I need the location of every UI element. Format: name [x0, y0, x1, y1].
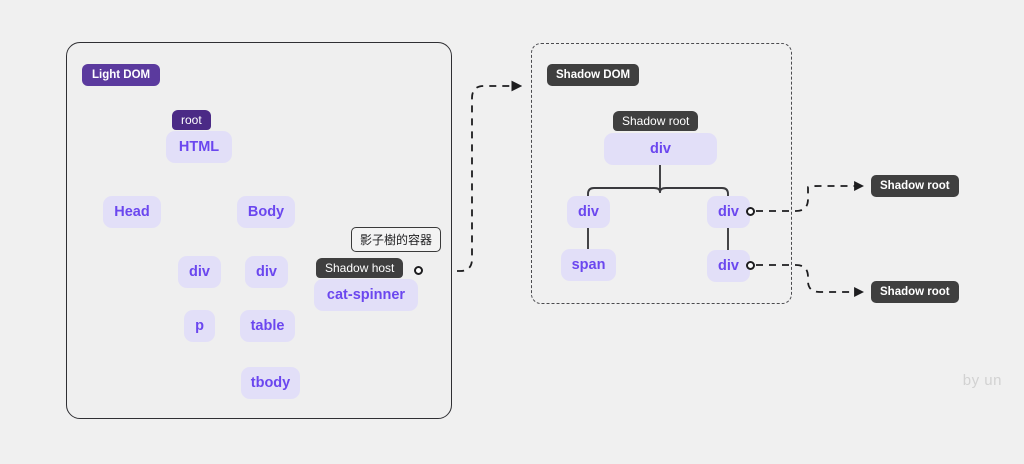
node-sd-span-label: span: [571, 257, 606, 273]
shadow-dom-container: [531, 43, 792, 304]
node-shadow-root-cap: Shadow root: [613, 111, 699, 131]
node-shadow-root-div[interactable]: div: [604, 133, 717, 165]
node-shadow-root-cap-label: Shadow root: [622, 114, 690, 128]
node-body[interactable]: Body: [237, 196, 295, 228]
node-sd-div-left[interactable]: div: [567, 196, 610, 228]
sd-div-right2-anchor: [746, 261, 755, 270]
node-p-label: p: [195, 318, 204, 334]
nested-shadow-root-1-label: Shadow root: [880, 180, 950, 192]
shadow-host-tooltip-label: 影子樹的容器: [360, 233, 433, 247]
node-sd-span[interactable]: span: [561, 249, 616, 281]
sd-div-right-anchor: [746, 207, 755, 216]
shadow-dom-badge-label: Shadow DOM: [556, 69, 631, 81]
node-tbody-label: tbody: [250, 375, 291, 391]
node-sd-div-right2[interactable]: div: [707, 250, 750, 282]
nested-shadow-root-2: Shadow root: [871, 281, 959, 303]
shadow-dom-badge: Shadow DOM: [547, 64, 640, 86]
node-shadow-host-cap-label: Shadow host: [325, 261, 395, 275]
node-body-label: Body: [247, 204, 285, 220]
node-div-mid-label: div: [256, 264, 277, 280]
node-sd-div-left-label: div: [578, 204, 599, 220]
node-div-left-label: div: [189, 264, 210, 280]
node-shadow-host[interactable]: cat-spinner: [314, 279, 418, 311]
node-html-label: HTML: [178, 139, 220, 155]
light-dom-badge: Light DOM: [82, 64, 161, 86]
nested-shadow-root-2-label: Shadow root: [880, 286, 950, 298]
shadow-host-tooltip: 影子樹的容器: [351, 227, 442, 252]
node-div-mid[interactable]: div: [245, 256, 288, 288]
shadow-host-anchor: [414, 266, 423, 275]
node-table-label: table: [250, 318, 285, 334]
node-div-left[interactable]: div: [178, 256, 221, 288]
node-shadow-host-label: cat-spinner: [326, 287, 406, 303]
node-head[interactable]: Head: [103, 196, 161, 228]
node-shadow-root-div-label: div: [650, 141, 671, 157]
watermark: by un: [962, 372, 1002, 389]
node-sd-div-right[interactable]: div: [707, 196, 750, 228]
node-html[interactable]: HTML: [166, 131, 232, 163]
node-html-cap-label: root: [181, 113, 202, 127]
node-sd-div-right2-label: div: [718, 258, 739, 274]
node-html-cap: root: [172, 110, 211, 130]
node-shadow-host-cap: Shadow host: [316, 258, 404, 278]
node-tbody[interactable]: tbody: [241, 367, 300, 399]
node-table[interactable]: table: [240, 310, 295, 342]
node-head-label: Head: [114, 204, 150, 220]
nested-shadow-root-1: Shadow root: [871, 175, 959, 197]
node-p[interactable]: p: [184, 310, 215, 342]
node-sd-div-right-label: div: [718, 204, 739, 220]
